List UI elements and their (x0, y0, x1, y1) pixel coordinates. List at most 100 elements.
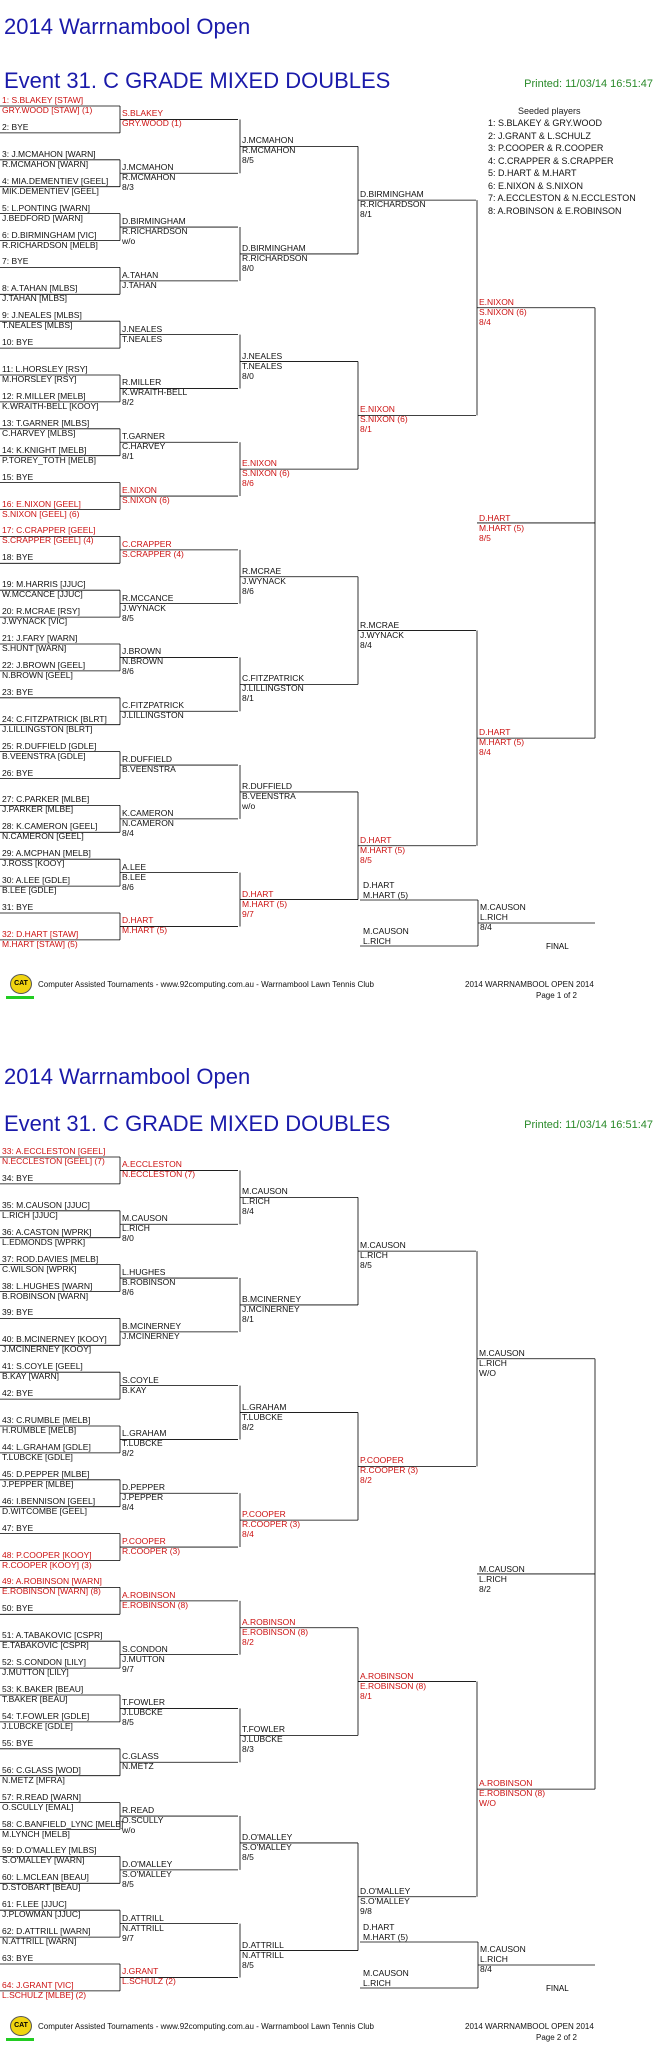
winner-name-2: B.KAY (122, 1384, 147, 1395)
draw-entry: 30: A.LEE [GDLE]B.LEE [GDLE] (2, 875, 70, 895)
draw-entry: 43: C.RUMBLE [MELB]H.RUMBLE [MELB] (2, 1415, 90, 1435)
winner-name-2: T.NEALES (122, 333, 163, 344)
match-score: w/o (242, 800, 256, 811)
player-line-1: 11: L.HORSLEY [RSY] (2, 364, 88, 374)
cat-logo-icon: CAT (10, 974, 32, 994)
winner-name-1: J.BROWN (122, 646, 162, 657)
player-line-1: 58: C.BANFIELD_LYNC [MELB] (2, 1818, 124, 1829)
match-score: 8/4 (122, 1502, 134, 1513)
draw-entry: 24: C.FITZPATRICK [BLRT]J.LILLINGSTON [B… (2, 714, 107, 734)
match-score: 8/5 (479, 532, 491, 543)
seeded-players-heading: Seeded players (518, 106, 581, 116)
winner-name-1: A.ECCLESTON (122, 1159, 182, 1170)
winner-name-1: D.BIRMINGHAM (242, 242, 306, 253)
match-score: 8/1 (242, 693, 254, 704)
seed-entry: 5: D.HART & M.HART (488, 168, 577, 178)
match-score: 8/5 (122, 612, 134, 623)
player-line-1: 56: C.GLASS [WOD] (2, 1764, 81, 1775)
player-line-1: 59: D.O'MALLEY [MLBS] (2, 1845, 97, 1856)
winner-name-2: L.RICH (479, 1573, 507, 1584)
player-line-1: 3: J.MCMAHON [WARN] (2, 148, 96, 159)
winner-name-2: M.HART (5) (363, 1932, 409, 1942)
player-line-2: S.CRAPPER [GEEL] (4) (2, 535, 94, 546)
winner-name-2: C.HARVEY (122, 441, 166, 452)
winner-name-2: R.COOPER (3) (360, 1465, 419, 1476)
winner-name-2: J.MCINERNEY (122, 1330, 180, 1341)
winner-name-2: B.ROBINSON (122, 1277, 176, 1288)
winner-name-1: J.NEALES (122, 323, 163, 334)
winner-name-1: B.MCINERNEY (242, 1293, 302, 1304)
winner-name-2: S.NIXON (6) (122, 495, 170, 506)
player-line-1: 34: BYE (2, 1172, 34, 1183)
winner-name-2: S.O'MALLEY (360, 1895, 410, 1906)
player-line-2: GRY.WOOD [STAW] (1) (2, 105, 93, 115)
printed-timestamp: Printed: 11/03/14 16:51:47 (524, 78, 653, 90)
match-score: 8/4 (479, 316, 491, 327)
player-line-1: 9: J.NEALES [MLBS] (2, 310, 82, 321)
player-line-1: 8: A.TAHAN [MLBS] (2, 283, 78, 294)
winner-name-2: J.WYNACK (122, 602, 166, 613)
draw-entry: 62: D.ATTRILL [WARN]N.ATTRILL [WARN] (2, 1926, 90, 1946)
winner-name-2: M.HART (5) (122, 925, 168, 936)
draw-entry: 12: R.MILLER [MELB]K.WRAITH-BELL [KOOY] (2, 391, 99, 411)
winner-name-1: L.HUGHES (122, 1267, 166, 1278)
player-line-2: B.ROBINSON [WARN] (2, 1290, 89, 1301)
draw-entry: 17: C.CRAPPER [GEEL]S.CRAPPER [GEEL] (4) (2, 525, 96, 545)
winner-name-2: L.RICH (480, 1954, 508, 1964)
draw-entry: 18: BYE (2, 552, 33, 562)
winner-name-2: L.RICH (480, 912, 508, 922)
player-line-2: T.LUBCKE [GDLE] (2, 1451, 73, 1462)
player-line-1: 32: D.HART [STAW] (2, 928, 79, 939)
player-line-1: 21: J.FARY [WARN] (2, 633, 78, 643)
player-line-2: B.LEE [GDLE] (2, 885, 57, 896)
winner-name-1: A.TAHAN (122, 269, 159, 280)
player-line-2: R.RICHARDSON [MELB] (2, 239, 98, 250)
player-line-2: J.PARKER [MLBE] (2, 804, 74, 815)
winner-name-2: S.NIXON (6) (360, 414, 408, 425)
winner-name-1: D.ATTRILL (242, 1939, 284, 1950)
draw-entry: 36: A.CASTON [WPRK]L.EDMONDS [WPRK] (2, 1227, 92, 1247)
winner-name-2: N.ATTRILL (122, 1922, 164, 1933)
winner-name-1: P.COOPER (122, 1536, 166, 1547)
player-line-2: T.BAKER [BEAU] (2, 1694, 68, 1704)
draw-entry: 61: F.LEE [JJUC]J.PLOWMAN [JJUC] (2, 1899, 80, 1919)
match-score: 8/1 (360, 1690, 372, 1701)
player-line-2: L.SCHULZ [MLBE] (2) (2, 1989, 87, 2000)
winner-name-1: A.ROBINSON (360, 1670, 414, 1681)
draw-entry: 55: BYE (2, 1738, 33, 1748)
player-line-1: 60: L.MCLEAN [BEAU] (2, 1872, 89, 1883)
match-score: W/O (479, 1798, 496, 1809)
printed-timestamp: Printed: 11/03/14 16:51:47 (524, 1119, 653, 1131)
draw-entry: 49: A.ROBINSON [WARN]E.ROBINSON [WARN] (… (2, 1576, 102, 1596)
player-line-2: N.ECCLESTON [GEEL] (7) (2, 1156, 105, 1166)
player-line-2: J.MUTTON [LILY] (2, 1667, 69, 1678)
draw-entry: 57: R.READ [WARN]O.SCULLY [EMAL] (2, 1792, 81, 1812)
winner-name-2: J.LUBCKE (122, 1707, 163, 1718)
player-line-1: 47: BYE (2, 1522, 34, 1533)
winner-name-2: E.ROBINSON (8) (122, 1599, 189, 1610)
winner-name-2: E.ROBINSON (8) (479, 1788, 546, 1799)
seeded-players-list: 1: S.BLAKEY & GRY.WOOD 2: J.GRANT & L.SC… (488, 117, 636, 217)
player-line-1: 40: B.MCINERNEY [KOOY] (2, 1334, 107, 1345)
match-score: 8/4 (360, 639, 372, 650)
draw-entry: 64: J.GRANT [VIC]L.SCHULZ [MLBE] (2) (2, 1980, 86, 2000)
winner-name-2: L.RICH (479, 1357, 507, 1368)
footer-tournament: 2014 WARRNAMBOOL OPEN 2014 (465, 2022, 594, 2031)
player-line-1: 15: BYE (2, 471, 34, 482)
match-score: 8/0 (122, 1233, 134, 1244)
player-line-1: 38: L.HUGHES [WARN] (2, 1280, 93, 1291)
